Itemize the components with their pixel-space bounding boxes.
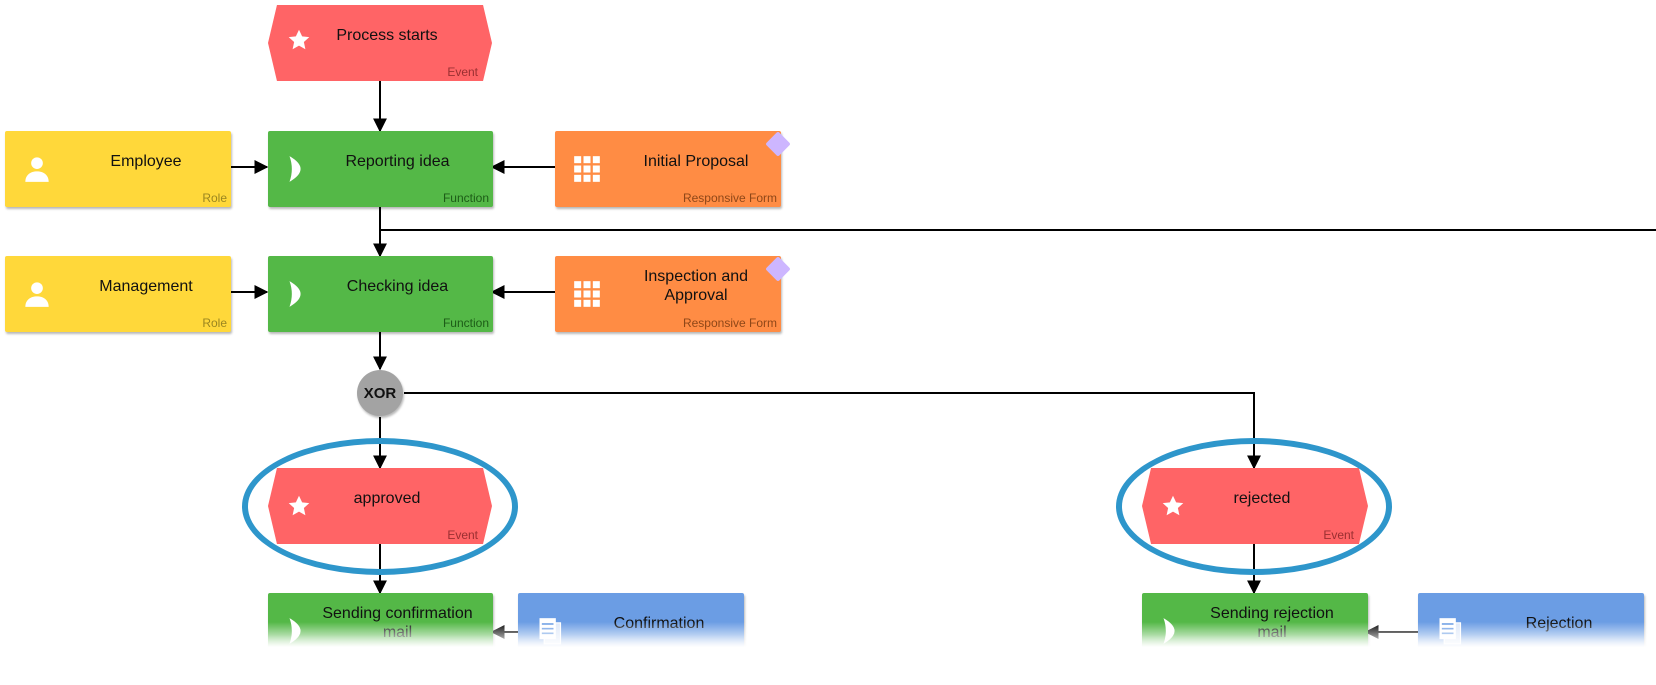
- person-icon: [25, 157, 49, 182]
- form-label: Initial Proposal: [643, 152, 749, 170]
- bottom-fade: [0, 622, 1656, 685]
- function-label: Reporting idea: [345, 152, 450, 170]
- function-label: Checking idea: [346, 277, 449, 295]
- event-approved[interactable]: approved Event: [268, 468, 492, 544]
- event-type: Event: [447, 65, 478, 79]
- event-type: Event: [447, 528, 478, 542]
- play-icon: [289, 281, 301, 307]
- edge-xor-to-rejected: [404, 392, 1261, 470]
- form-label: Inspection and Approval: [643, 268, 749, 304]
- grid-icon: [574, 281, 600, 307]
- star-icon: [288, 29, 310, 50]
- function-type: Function: [442, 191, 489, 205]
- role-label: Employee: [110, 152, 182, 170]
- function-checking-idea[interactable]: Checking idea Function: [268, 256, 493, 332]
- role-label: Management: [99, 277, 193, 295]
- form-type: Responsive Form: [682, 316, 777, 330]
- role-type: Role: [202, 191, 227, 205]
- event-type: Event: [1323, 528, 1354, 542]
- event-process-starts[interactable]: Process starts Event: [268, 5, 492, 81]
- event-label: Process starts: [336, 26, 438, 44]
- function-reporting-idea[interactable]: Reporting idea Function: [268, 131, 493, 207]
- star-icon: [288, 495, 310, 516]
- role-type: Role: [202, 316, 227, 330]
- play-icon: [289, 156, 301, 182]
- role-management[interactable]: Management Role: [5, 256, 231, 332]
- function-type: Function: [442, 316, 489, 330]
- form-initial-proposal[interactable]: Initial Proposal Responsive Form: [555, 131, 781, 207]
- xor-gateway[interactable]: XOR: [357, 370, 403, 416]
- form-inspection-approval[interactable]: Inspection and Approval Responsive Form: [555, 256, 781, 332]
- star-icon: [1162, 495, 1184, 516]
- person-icon: [25, 282, 49, 307]
- form-type: Responsive Form: [682, 191, 777, 205]
- role-employee[interactable]: Employee Role: [5, 131, 231, 207]
- event-label: approved: [353, 489, 421, 507]
- event-label: rejected: [1233, 489, 1291, 507]
- grid-icon: [574, 156, 600, 182]
- event-rejected[interactable]: rejected Event: [1142, 468, 1368, 544]
